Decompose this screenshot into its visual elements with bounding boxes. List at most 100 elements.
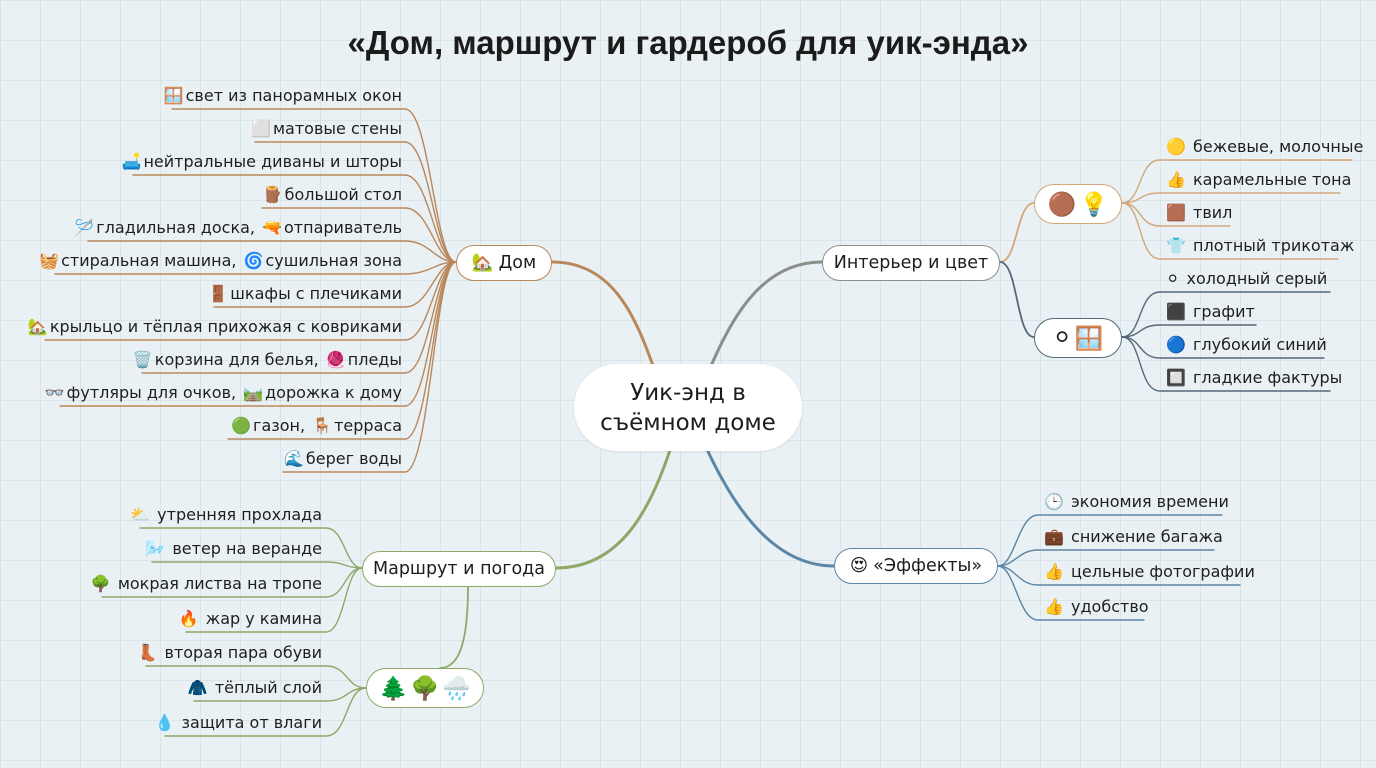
dom-item-waterfront[interactable]: 🌊берег воды — [282, 447, 402, 471]
link-dom-item — [282, 261, 457, 473]
dom-item-window-light[interactable]: 🪟свет из панорамных окон — [162, 84, 402, 108]
route-item-text: жар у камина — [205, 609, 322, 628]
route-item[interactable]: ⛅ утренняя прохлада — [128, 503, 322, 527]
dom-item-text: газон, — [253, 416, 306, 435]
cool-item[interactable]: ⬛ графит — [1164, 300, 1255, 324]
dom-item-matte-walls[interactable]: ⬜матовые стены — [249, 117, 402, 141]
sofa-icon: 🛋️ — [121, 152, 142, 171]
dom-item-text: пледы — [347, 350, 402, 369]
cool-item[interactable]: 🔲 гладкие фактуры — [1164, 366, 1342, 390]
cream-circle-icon: 🟡 — [1166, 137, 1186, 156]
branch-interior[interactable]: Интерьер и цвет — [822, 245, 1000, 281]
gear-item[interactable]: 💧 защита от влаги — [153, 711, 322, 735]
warm-item[interactable]: 👕 плотный трикотаж — [1164, 234, 1354, 258]
table-icon: 🪵 — [262, 185, 283, 204]
effects-item[interactable]: 👍 удобство — [1042, 595, 1149, 619]
water-icon: 🌊 — [283, 449, 304, 468]
link-warm-item — [1121, 192, 1341, 204]
lawn-icon: 🟢 — [231, 416, 252, 435]
cool-item[interactable]: ⚪ холодный серый — [1164, 267, 1327, 291]
link-dom-item — [132, 174, 457, 263]
dom-item-glasses-path[interactable]: 👓футляры для очков, 🛤️дорожка к дому — [43, 381, 402, 405]
branch-interior-label: Интерьер и цвет — [833, 253, 989, 273]
dryer-icon: 🌀 — [243, 251, 264, 270]
dom-item-text: большой стол — [284, 185, 402, 204]
weather-gear-node[interactable]: 🌲 🌳 🌧️ — [366, 668, 484, 708]
effects-item-text: удобство — [1071, 597, 1149, 616]
smooth-texture-icon: 🔲 — [1166, 368, 1186, 387]
tree-icon: 🌳 — [410, 675, 440, 702]
effects-item-text: цельные фотографии — [1071, 562, 1255, 581]
effects-item[interactable]: 👍 цельные фотографии — [1042, 560, 1255, 584]
dom-item-porch-hallway[interactable]: 🏡крыльцо и тёплая прихожая с ковриками — [26, 315, 402, 339]
effects-item[interactable]: 🕒 экономия времени — [1042, 490, 1229, 514]
branch-effects[interactable]: 😍 «Эффекты» — [834, 548, 998, 584]
route-item[interactable]: 🌬️ ветер на веранде — [143, 537, 322, 561]
glasses-icon: 👓 — [44, 383, 65, 402]
dom-item-neutral-sofas[interactable]: 🛋️нейтральные диваны и шторы — [120, 150, 402, 174]
fire-icon: 🔥 — [178, 609, 199, 628]
dom-item-laundry-plaid[interactable]: 🗑️корзина для белья, 🧶пледы — [131, 348, 402, 372]
link-dom-item — [261, 207, 457, 263]
dom-item-text: крыльцо и тёплая прихожая с ковриками — [49, 317, 402, 336]
warm-item-text: плотный трикотаж — [1193, 236, 1355, 255]
graphite-square-icon: ⬛ — [1166, 302, 1186, 321]
warm-item[interactable]: 🟫 твил — [1164, 201, 1232, 225]
tree-icon: 🌳 — [90, 574, 111, 593]
thumbs-up-icon: 👍 — [1044, 562, 1064, 581]
link-warm-item — [1121, 202, 1231, 227]
route-item[interactable]: 🌳 мокрая листва на тропе — [89, 572, 322, 596]
dom-item-text: берег воды — [305, 449, 402, 468]
terrace-icon: 🪑 — [312, 416, 333, 435]
washing-machine-icon: 🧺 — [39, 251, 60, 270]
heart-eyes-icon: 😍 — [849, 556, 869, 576]
warm-item[interactable]: 🟡 бежевые, молочные — [1164, 135, 1363, 159]
route-item-text: утренняя прохлада — [157, 505, 322, 524]
dom-item-text: терраса — [334, 416, 402, 435]
branch-effects-label: «Эффекты» — [873, 556, 983, 576]
dom-item-big-table[interactable]: 🪵большой стол — [261, 183, 402, 207]
dom-item-text: матовые стены — [272, 119, 402, 138]
link-dom-item — [213, 261, 457, 308]
window-icon: 🪟 — [1074, 325, 1104, 352]
steamer-icon: 🔫 — [262, 218, 283, 237]
wood-circle-icon: 🟤 — [1047, 191, 1077, 218]
link-effects-item — [997, 514, 1223, 567]
dom-item-text: корзина для белья, — [154, 350, 319, 369]
warm-palette-node[interactable]: 🟤 💡 — [1034, 184, 1122, 224]
gear-item[interactable]: 🧥 тёплый слой — [186, 676, 322, 700]
gear-item-text: тёплый слой — [214, 678, 322, 697]
cool-palette-node[interactable]: ⚪ 🪟 — [1034, 318, 1122, 358]
thumbs-up-icon: 👍 — [1166, 170, 1186, 189]
dom-item-lawn-terrace[interactable]: 🟢газон, 🪑терраса — [229, 414, 402, 438]
house-icon: 🏡 — [27, 317, 48, 336]
cool-item[interactable]: 🔵 глубокий синий — [1164, 333, 1327, 357]
page-title: «Дом, маршрут и гардероб для уик-энда» — [347, 24, 1029, 61]
branch-route[interactable]: Маршрут и погода — [362, 551, 556, 587]
link-cool-item — [1121, 336, 1331, 392]
link-route-item — [101, 567, 363, 598]
dom-item-ironing-steamer[interactable]: 🪡гладильная доска, 🔫отпариватель — [72, 216, 402, 240]
dom-item-washer-dryer[interactable]: 🧺стиральная машина, 🌀сушильная зона — [37, 249, 402, 273]
tshirt-icon: 👕 — [1166, 236, 1186, 255]
central-topic[interactable]: Уик-энд в съёмном доме — [574, 364, 802, 451]
blanket-icon: 🧶 — [325, 350, 346, 369]
effects-item[interactable]: 💼 снижение багажа — [1042, 525, 1223, 549]
warm-item[interactable]: 👍 карамельные тона — [1164, 168, 1351, 192]
rain-cloud-icon: 🌧️ — [442, 675, 471, 702]
route-item-text: мокрая листва на тропе — [117, 574, 322, 593]
basket-icon: 🗑️ — [132, 350, 153, 369]
gear-item-text: защита от влаги — [181, 713, 322, 732]
gear-item[interactable]: 👢 вторая пара обуви — [136, 641, 323, 665]
dom-item-text: гладильная доска, — [96, 218, 255, 237]
link-center-interior — [703, 260, 824, 382]
branch-dom[interactable]: 🏡 Дом — [456, 245, 552, 281]
house-icon: 🏡 — [471, 253, 494, 273]
cool-item-text: холодный серый — [1186, 269, 1328, 288]
cool-item-text: глубокий синий — [1193, 335, 1327, 354]
dom-item-text: сушильная зона — [265, 251, 403, 270]
dom-item-wardrobes[interactable]: 🚪шкафы с плечиками — [206, 282, 402, 306]
route-item[interactable]: 🔥 жар у камина — [177, 607, 322, 631]
link-cool-item — [1121, 324, 1257, 338]
cool-item-text: гладкие фактуры — [1193, 368, 1343, 387]
